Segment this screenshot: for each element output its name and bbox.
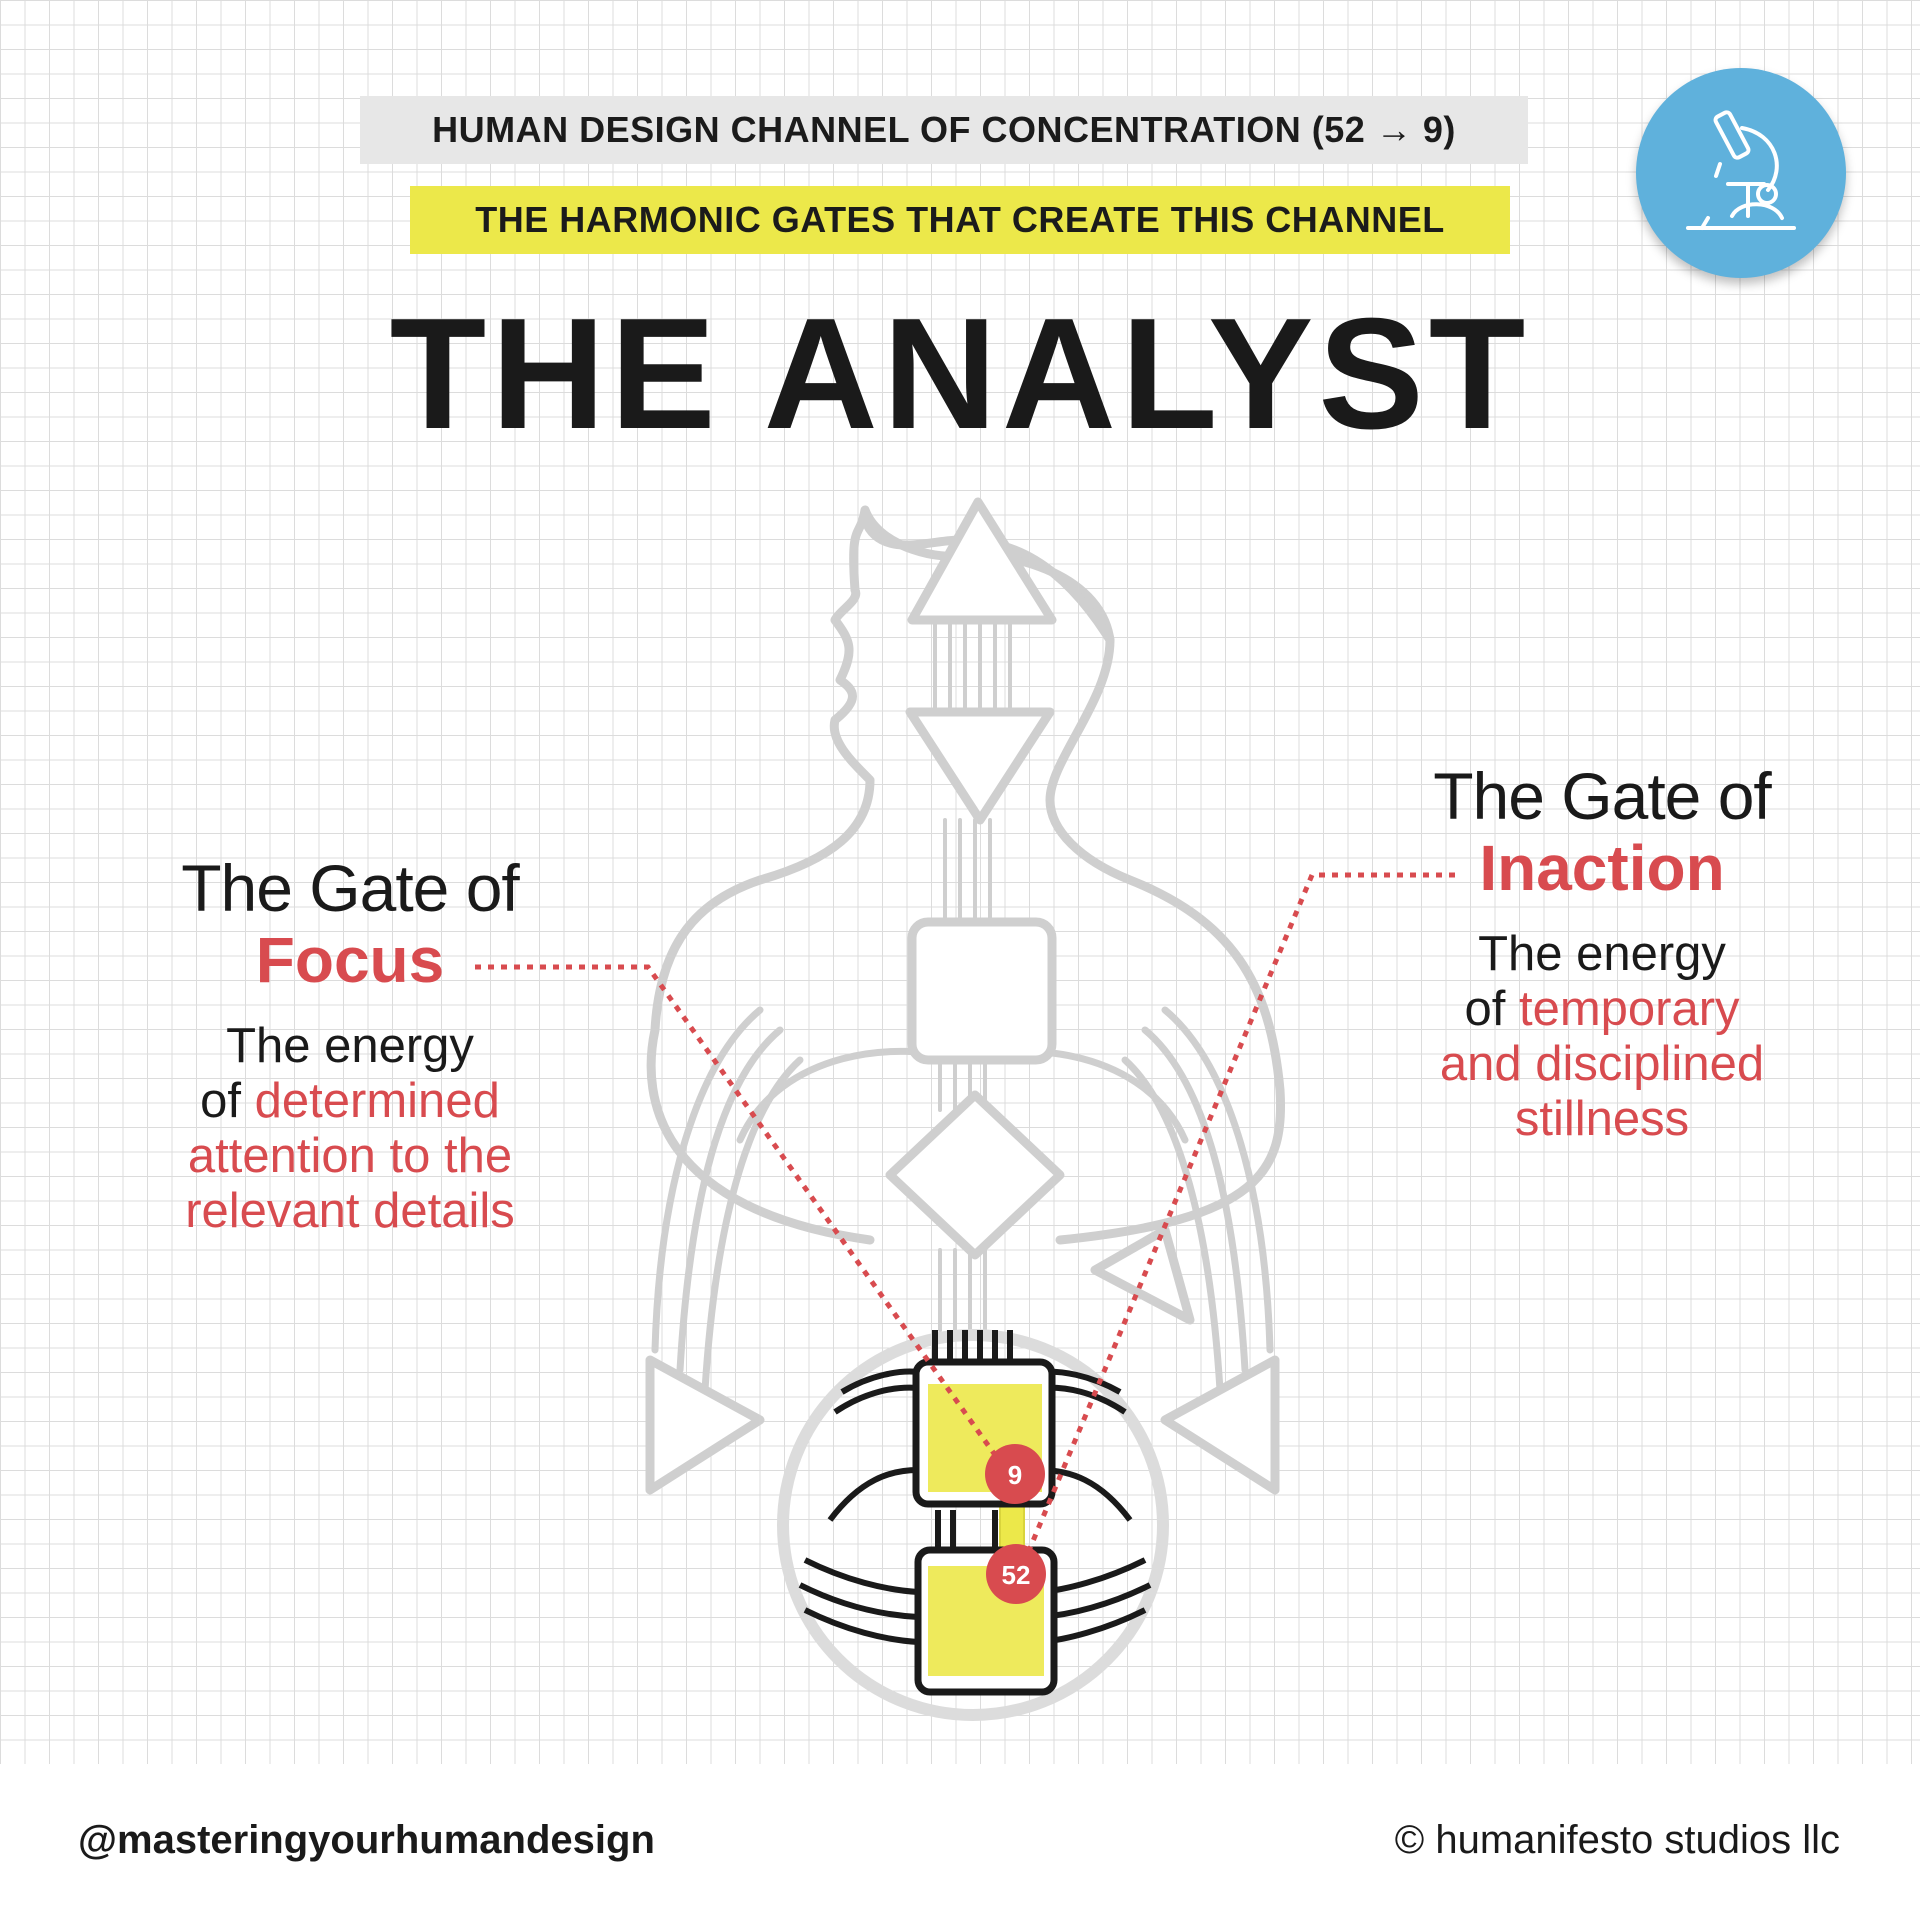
gate-inaction-label: The Gate of Inaction The energy of tempo…	[1402, 760, 1802, 1146]
head-center	[907, 497, 1057, 625]
footer-band	[0, 1764, 1920, 1920]
gate-focus-name: Focus	[255, 923, 445, 996]
gate-inaction-desc-line-3: and disciplined	[1439, 1036, 1765, 1091]
spleen-center	[645, 1355, 765, 1495]
gate-focus-desc-line-1: The energy	[226, 1018, 474, 1073]
gate-52-label: 52	[1002, 1560, 1031, 1590]
gate-inaction-name: Inaction	[1479, 831, 1725, 904]
gate-focus-heading: The Gate of	[181, 851, 520, 925]
focus-circle	[777, 1329, 1169, 1721]
gate-focus-desc-line-3: attention to the	[187, 1128, 513, 1183]
solar-plexus-center	[1160, 1355, 1280, 1495]
gate-focus-description: The energy of determined attention to th…	[150, 1019, 550, 1239]
badge	[1636, 68, 1846, 278]
gate-inaction-desc-line-1: The energy	[1478, 926, 1726, 981]
gate-inaction-desc-line-4: stillness	[1514, 1091, 1690, 1146]
channel-label: HUMAN DESIGN CHANNEL OF CONCENTRATION (5…	[360, 96, 1528, 164]
copyright-notice: © humanifesto studios llc	[1394, 1818, 1840, 1862]
gate-marker-52: 52	[986, 1544, 1046, 1604]
g-center	[885, 1090, 1065, 1260]
microscope-icon	[1686, 110, 1796, 230]
gate-inaction-desc-line-2: of temporary	[1464, 981, 1740, 1036]
gate-focus-desc-line-4: relevant details	[185, 1183, 515, 1238]
throat-center	[907, 917, 1057, 1065]
gate-inaction-heading: The Gate of	[1433, 759, 1772, 833]
gate-inaction-description: The energy of temporary and disciplined …	[1402, 927, 1802, 1147]
body-outline	[646, 505, 1286, 1245]
ajna-center	[905, 707, 1055, 825]
gate-marker-9: 9	[985, 1444, 1045, 1504]
gate-focus-label: The Gate of Focus The energy of determin…	[150, 852, 550, 1238]
social-handle: @masteringyourhumandesign	[78, 1818, 655, 1862]
gate-focus-desc-line-2: of determined	[200, 1073, 500, 1128]
subtitle-banner: THE HARMONIC GATES THAT CREATE THIS CHAN…	[410, 186, 1510, 254]
gate-9-label: 9	[1008, 1460, 1022, 1490]
sacral-center	[912, 1358, 1056, 1508]
page-title: THE ANALYST	[389, 286, 1531, 462]
inaction-connector-line	[1017, 872, 1455, 1573]
focus-connector-line	[475, 964, 1003, 1464]
